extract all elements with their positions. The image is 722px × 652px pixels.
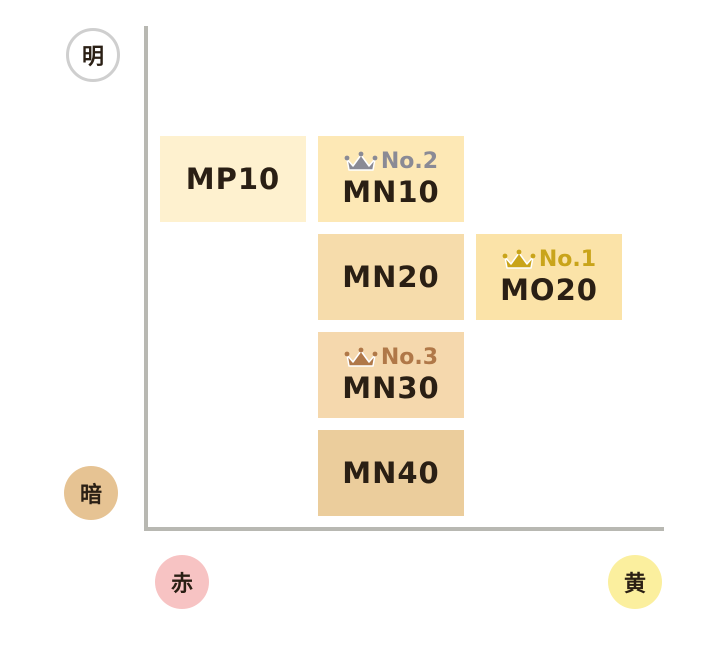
shade-code: MO20 [500,273,598,307]
yellow-label: 黄 [608,555,662,609]
shade-mn10: No.2 MN10 [318,136,464,222]
rank-badge-3: No.3 [344,346,438,370]
shade-code: MP10 [185,162,281,196]
bright-label: 明 [66,28,120,82]
shade-mn30: No.3 MN30 [318,332,464,418]
crown-icon [344,151,378,171]
rank-badge-1: No.1 [502,248,596,272]
shade-code: MN40 [342,456,440,490]
crown-icon [344,347,378,367]
rank-text: No.2 [380,149,439,174]
rank-text: No.3 [380,345,439,370]
horizontal-axis-line [144,527,664,531]
rank-text: No.1 [538,247,597,272]
shade-mn20: MN20 [318,234,464,320]
shade-mn40: MN40 [318,430,464,516]
shade-mo20: No.1 MO20 [476,234,622,320]
shade-mp10: MP10 [160,136,306,222]
shade-code: MN10 [342,175,440,209]
shade-code: MN20 [342,260,440,294]
rank-badge-2: No.2 [344,150,438,174]
shade-code: MN30 [342,371,440,405]
crown-icon [502,249,536,269]
dark-label: 暗 [64,466,118,520]
red-label: 赤 [155,555,209,609]
vertical-axis-line [144,26,148,531]
